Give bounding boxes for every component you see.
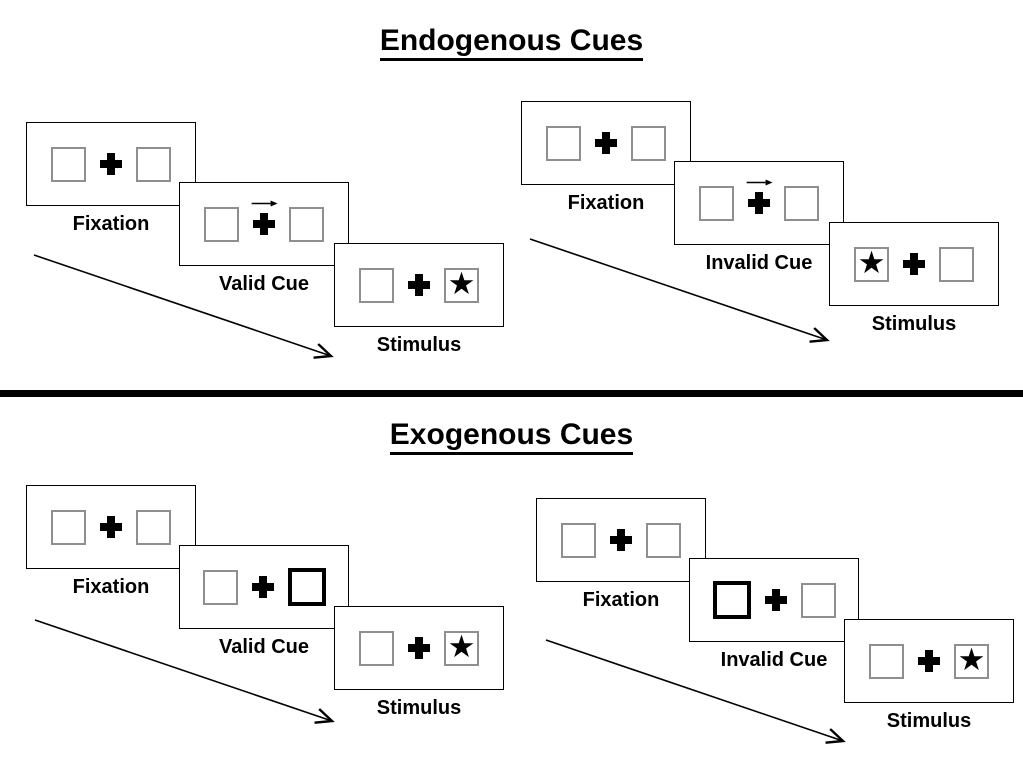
panel-label: Valid Cue [218, 636, 310, 658]
fixation-cross-icon [903, 253, 925, 275]
screen-panel: ★ [844, 619, 1014, 703]
cued-box-highlight [712, 581, 751, 619]
panel-label: Stimulus [871, 313, 957, 335]
screen-panel [536, 498, 706, 582]
star-icon: ★ [957, 641, 986, 678]
time-arrow-icon [33, 254, 340, 364]
right-placeholder-box [136, 146, 171, 182]
left-placeholder-box [204, 206, 239, 242]
panel-label: Stimulus [376, 334, 462, 356]
panel-label: Stimulus [376, 697, 462, 719]
left-placeholder-box [869, 643, 904, 679]
cue-arrow-icon [746, 179, 773, 186]
time-arrow-icon [34, 619, 341, 729]
screen-panel [26, 122, 196, 206]
fixation-cross-icon [610, 529, 632, 551]
screen-panel [179, 545, 349, 629]
cue-frame: Valid Cue [179, 182, 349, 296]
endogenous-valid-trial-sequence: Fixation Valid Cue ★ Stimulus [26, 122, 506, 362]
fixation-frame: Fixation [26, 122, 196, 236]
star-stimulus-box: ★ [954, 641, 989, 679]
right-placeholder-box [136, 509, 171, 545]
cued-box-highlight [287, 568, 326, 606]
right-placeholder-box [784, 185, 819, 221]
panel-label: Fixation [72, 213, 150, 235]
stimulus-frame: ★ Stimulus [334, 243, 504, 357]
time-arrow-icon [545, 639, 852, 749]
endogenous-invalid-trial-sequence: Fixation Invalid Cue ★ Stimulus [521, 101, 1001, 341]
left-placeholder-box [51, 146, 86, 182]
panel-label: Fixation [582, 589, 660, 611]
cue-frame: Invalid Cue [689, 558, 859, 672]
left-placeholder-box [546, 125, 581, 161]
fixation-cross-icon [595, 132, 617, 154]
left-placeholder-box [561, 522, 596, 558]
exogenous-title-text: Exogenous Cues [389, 418, 634, 455]
panel-label: Stimulus [886, 710, 972, 732]
screen-panel [26, 485, 196, 569]
panel-label: Valid Cue [218, 273, 310, 295]
right-placeholder-box [800, 582, 836, 618]
left-placeholder-box [359, 267, 394, 303]
panel-label: Invalid Cue [720, 649, 828, 671]
left-placeholder-box [359, 630, 394, 666]
cue-frame: Invalid Cue [674, 161, 844, 275]
left-placeholder-box [202, 569, 238, 605]
stimulus-frame: ★ Stimulus [829, 222, 999, 336]
right-placeholder-box [939, 246, 974, 282]
fixation-cross-icon [408, 637, 430, 659]
endogenous-title-text: Endogenous Cues [379, 24, 644, 61]
cue-arrow-icon [251, 200, 278, 207]
fixation-frame: Fixation [26, 485, 196, 599]
panel-label: Fixation [72, 576, 150, 598]
left-placeholder-box [51, 509, 86, 545]
section-divider [0, 390, 1023, 397]
star-stimulus-box: ★ [444, 628, 479, 666]
fixation-cross-icon [100, 516, 122, 538]
screen-panel: ★ [334, 243, 504, 327]
star-icon: ★ [857, 244, 886, 281]
left-placeholder-box [699, 185, 734, 221]
cue-frame: Valid Cue [179, 545, 349, 659]
screen-panel [689, 558, 859, 642]
fixation-cross-icon [253, 213, 275, 235]
star-icon: ★ [447, 265, 476, 302]
screen-panel: ★ [829, 222, 999, 306]
fixation-cross-icon [748, 192, 770, 214]
stimulus-frame: ★ Stimulus [844, 619, 1014, 733]
right-placeholder-box [646, 522, 681, 558]
fixation-frame: Fixation [521, 101, 691, 215]
fixation-cross-icon [408, 274, 430, 296]
stimulus-frame: ★ Stimulus [334, 606, 504, 720]
fixation-cross-icon [100, 153, 122, 175]
exogenous-section-title: Exogenous Cues [0, 418, 1023, 455]
panel-label: Fixation [567, 192, 645, 214]
endogenous-section-title: Endogenous Cues [0, 24, 1023, 61]
right-placeholder-box [289, 206, 324, 242]
fixation-cross-icon [918, 650, 940, 672]
time-arrow-icon [529, 238, 836, 348]
right-placeholder-box [631, 125, 666, 161]
screen-panel [179, 182, 349, 266]
screen-panel [674, 161, 844, 245]
panel-label: Invalid Cue [705, 252, 813, 274]
exogenous-valid-trial-sequence: Fixation Valid Cue ★ Stimulus [26, 485, 506, 725]
star-stimulus-box: ★ [854, 244, 889, 282]
screen-panel [521, 101, 691, 185]
star-icon: ★ [447, 628, 476, 665]
exogenous-invalid-trial-sequence: Fixation Invalid Cue ★ Stimulus [536, 498, 1016, 738]
screen-panel: ★ [334, 606, 504, 690]
fixation-frame: Fixation [536, 498, 706, 612]
fixation-cross-icon [764, 589, 787, 611]
fixation-cross-icon [251, 576, 274, 598]
star-stimulus-box: ★ [444, 265, 479, 303]
